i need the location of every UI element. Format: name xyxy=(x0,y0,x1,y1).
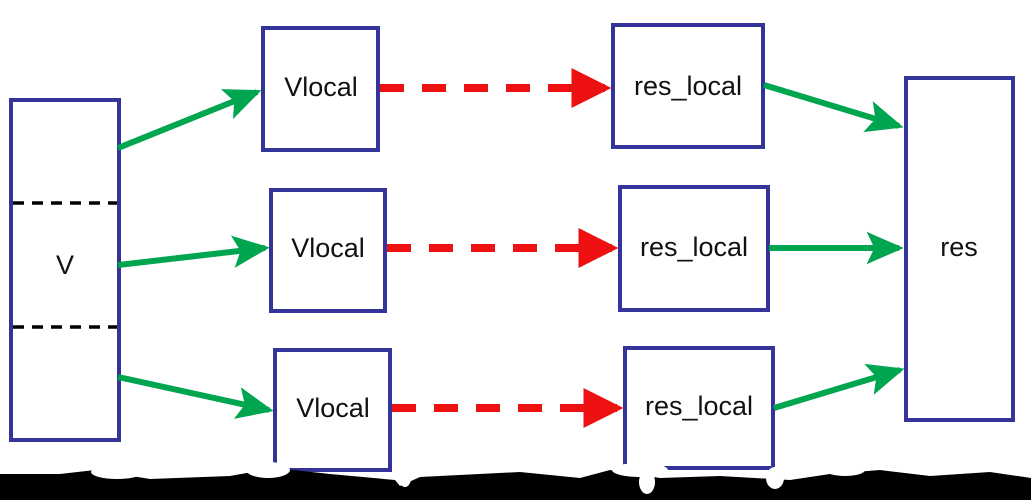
res-local-block-3[interactable] xyxy=(623,346,775,470)
vlocal-block-3-group[interactable]: Vlocal xyxy=(273,348,392,472)
v-block[interactable] xyxy=(9,98,121,442)
vlocal-block-2-group[interactable]: Vlocal xyxy=(269,188,387,313)
edge-v-to-vlocal-3 xyxy=(117,374,274,419)
res-local-block-1-label: res_local xyxy=(634,71,742,101)
res-block-label: res xyxy=(940,232,978,262)
res-local-block-1[interactable] xyxy=(611,23,765,149)
v-block-label: V xyxy=(56,250,74,280)
edge-res-local-1-to-res xyxy=(763,82,904,133)
vlocal-block-2-label: Vlocal xyxy=(291,233,365,263)
vlocal-block-2[interactable] xyxy=(269,188,387,313)
res-block[interactable] xyxy=(904,76,1015,422)
vlocal-block-3-label: Vlocal xyxy=(296,393,370,423)
res-local-block-3-label: res_local xyxy=(645,391,753,421)
res-local-block-2[interactable] xyxy=(618,185,770,312)
v-block-group[interactable]: V xyxy=(9,98,121,442)
vlocal-block-3[interactable] xyxy=(273,348,392,472)
edge-v-to-vlocal-2 xyxy=(117,235,270,268)
res-local-block-2-group[interactable]: res_local xyxy=(618,185,770,312)
res-local-block-2-label: res_local xyxy=(640,232,748,262)
vlocal-block-1-label: Vlocal xyxy=(284,72,358,102)
res-block-group[interactable]: res xyxy=(904,76,1015,422)
bottom-black-band xyxy=(0,462,1031,500)
edge-res-local-3-to-res xyxy=(773,363,905,411)
res-local-block-1-group[interactable]: res_local xyxy=(611,23,765,149)
vlocal-block-1-group[interactable]: Vlocal xyxy=(261,26,380,152)
res-local-block-3-group[interactable]: res_local xyxy=(623,346,775,470)
vlocal-block-1[interactable] xyxy=(261,26,380,152)
edge-v-to-vlocal-1 xyxy=(116,89,262,151)
